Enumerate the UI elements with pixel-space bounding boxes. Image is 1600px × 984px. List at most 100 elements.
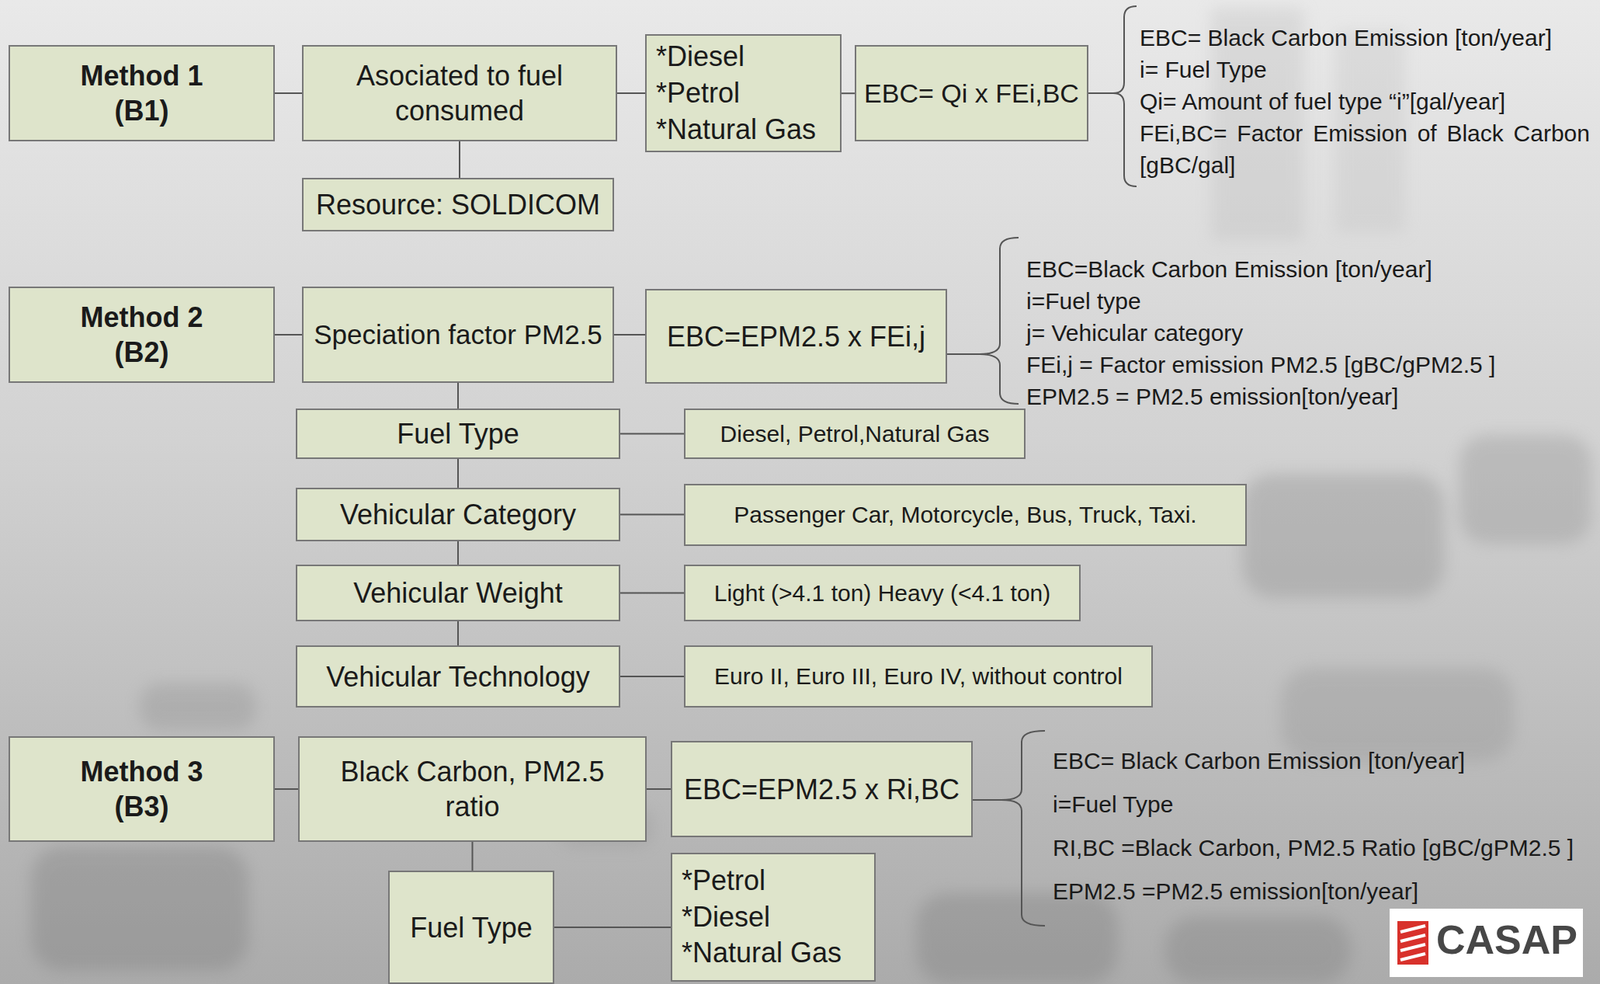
definition-line: i=Fuel type	[1026, 284, 1590, 317]
leader-line	[972, 798, 1002, 801]
node-text: Speciation factor PM2.5	[313, 317, 603, 352]
node-text: *Petrol	[681, 862, 766, 899]
curly-bracket	[979, 237, 1019, 404]
definition-line: j= Vehicular category	[1026, 316, 1590, 349]
value-box: Diesel, Petrol,Natural Gas	[683, 408, 1026, 459]
label-group: EBC=Black Carbon Emission [ton/year]i=Fu…	[1026, 253, 1590, 413]
connector-line	[554, 926, 671, 928]
fuel-list-box: *Diesel*Petrol*Natural Gas	[645, 34, 842, 153]
formula-box: EBC= Qi x FEi,BC	[854, 45, 1089, 142]
connector-line	[841, 92, 855, 94]
node-text: *Natural Gas	[655, 111, 816, 149]
node-text: *Natural Gas	[681, 934, 842, 972]
node-text: Diesel, Petrol,Natural Gas	[720, 419, 990, 449]
attribute-box: Fuel Type	[295, 408, 621, 459]
value-box: Passenger Car, Motorcycle, Bus, Truck, T…	[683, 483, 1247, 546]
connector-line	[458, 141, 461, 178]
car-shape	[1164, 916, 1351, 984]
node-text: EBC= Qi x FEi,BC	[864, 76, 1080, 111]
connector-line	[457, 621, 459, 646]
fuel-list-box: *Petrol*Diesel*Natural Gas	[670, 852, 876, 982]
connector-line	[620, 592, 684, 594]
definition-line: i=Fuel Type	[1052, 788, 1593, 820]
process-box: Asociated to fuel consumed	[301, 45, 618, 142]
node-text: Light (>4.1 ton) Heavy (<4.1 ton)	[714, 578, 1052, 608]
logo-plate	[1389, 908, 1583, 977]
connector-line	[457, 458, 459, 488]
definition-line: EBC=Black Carbon Emission [ton/year]	[1026, 253, 1590, 285]
car-shape	[1459, 434, 1592, 544]
logo-text: CASAP	[1436, 916, 1584, 963]
connector-line	[620, 675, 684, 677]
curly-bracket	[1113, 6, 1137, 187]
connector-line	[614, 333, 646, 336]
leader-line	[1084, 92, 1114, 94]
connector-line	[472, 841, 474, 871]
definition-line: EPM2.5 = PM2.5 emission[ton/year]	[1026, 380, 1590, 413]
connector-line	[620, 513, 684, 516]
connector-line	[617, 92, 646, 94]
connector-line	[620, 433, 684, 435]
definition-line: FEi,BC= Factor Emission of Black Carbon …	[1139, 117, 1590, 181]
label-group: CASAP	[1436, 916, 1584, 963]
definition-line: EBC= Black Carbon Emission [ton/year]	[1139, 21, 1590, 54]
node-text: Vehicular Weight	[353, 575, 563, 611]
car-shape	[916, 892, 1118, 984]
attribute-box: Vehicular Category	[295, 487, 621, 542]
curly-bracket	[1001, 730, 1045, 926]
formula-box: EBC=EPM2.5 x FEi,j	[645, 288, 948, 384]
node-text: *Diesel	[681, 898, 771, 936]
node-text: Black Carbon, PM2.5 ratio	[330, 753, 615, 824]
value-box: Euro II, Euro III, Euro IV, without cont…	[683, 645, 1153, 708]
logo-icon	[1397, 920, 1429, 965]
node-text: Vehicular Category	[340, 496, 577, 532]
node-text: Asociated to fuel consumed	[317, 58, 602, 129]
logo-stripes	[1400, 925, 1426, 960]
definition-line: EBC= Black Carbon Emission [ton/year]	[1052, 745, 1593, 776]
definition-line: EPM2.5 =PM2.5 emission[ton/year]	[1052, 875, 1593, 906]
attribute-box: Vehicular Technology	[295, 645, 621, 708]
connector-line	[274, 787, 299, 790]
node-text: Fuel Type	[396, 416, 519, 452]
connector-line	[274, 92, 302, 94]
node-text: Method 2 (B2)	[64, 299, 219, 370]
node-text: Euro II, Euro III, Euro IV, without cont…	[714, 661, 1123, 691]
brackets	[947, 6, 1137, 926]
car-shape	[31, 846, 249, 971]
node-text: Resource: SOLDICOM	[315, 187, 601, 223]
node-text: *Petrol	[655, 75, 740, 112]
label-group: EBC= Black Carbon Emission [ton/year] i=F…	[1052, 745, 1593, 906]
connector-line	[646, 787, 671, 790]
node-text: EBC=EPM2.5 x Ri,BC	[683, 771, 960, 807]
connector-line	[274, 333, 302, 336]
car-shape	[1280, 667, 1514, 761]
definition-line: FEi,j = Factor emission PM2.5 [gBC/gPM2.…	[1026, 348, 1590, 381]
method-box: Method 3 (B3)	[8, 735, 275, 842]
leader-line	[947, 353, 980, 355]
method-box: Method 1 (B1)	[8, 45, 275, 142]
attribute-box: Vehicular Weight	[295, 564, 621, 622]
connector-line	[457, 541, 459, 565]
connector-line	[457, 382, 459, 409]
car-shape	[139, 683, 257, 730]
definition-line: i= Fuel Type	[1139, 53, 1590, 86]
label-group: EBC= Black Carbon Emission [ton/year]i= …	[1139, 21, 1590, 181]
formula-box: EBC=EPM2.5 x Ri,BC	[670, 740, 973, 837]
resource-box: Resource: SOLDICOM	[301, 177, 615, 232]
node-text: Passenger Car, Motorcycle, Bus, Truck, T…	[733, 499, 1197, 530]
process-box: Black Carbon, PM2.5 ratio	[298, 735, 647, 842]
method-box: Method 2 (B2)	[8, 286, 275, 383]
node-text: Vehicular Technology	[326, 659, 591, 695]
node-text: *Diesel	[655, 38, 745, 76]
node-text: Fuel Type	[409, 909, 532, 945]
node-text: Method 3 (B3)	[64, 753, 219, 824]
value-box: Light (>4.1 ton) Heavy (<4.1 ton)	[683, 564, 1081, 622]
process-box: Speciation factor PM2.5	[301, 286, 615, 383]
logo	[1389, 908, 1583, 977]
car-shape	[1242, 473, 1444, 598]
attribute-box: Fuel Type	[388, 870, 555, 984]
node-text: Method 1 (B1)	[64, 58, 219, 129]
